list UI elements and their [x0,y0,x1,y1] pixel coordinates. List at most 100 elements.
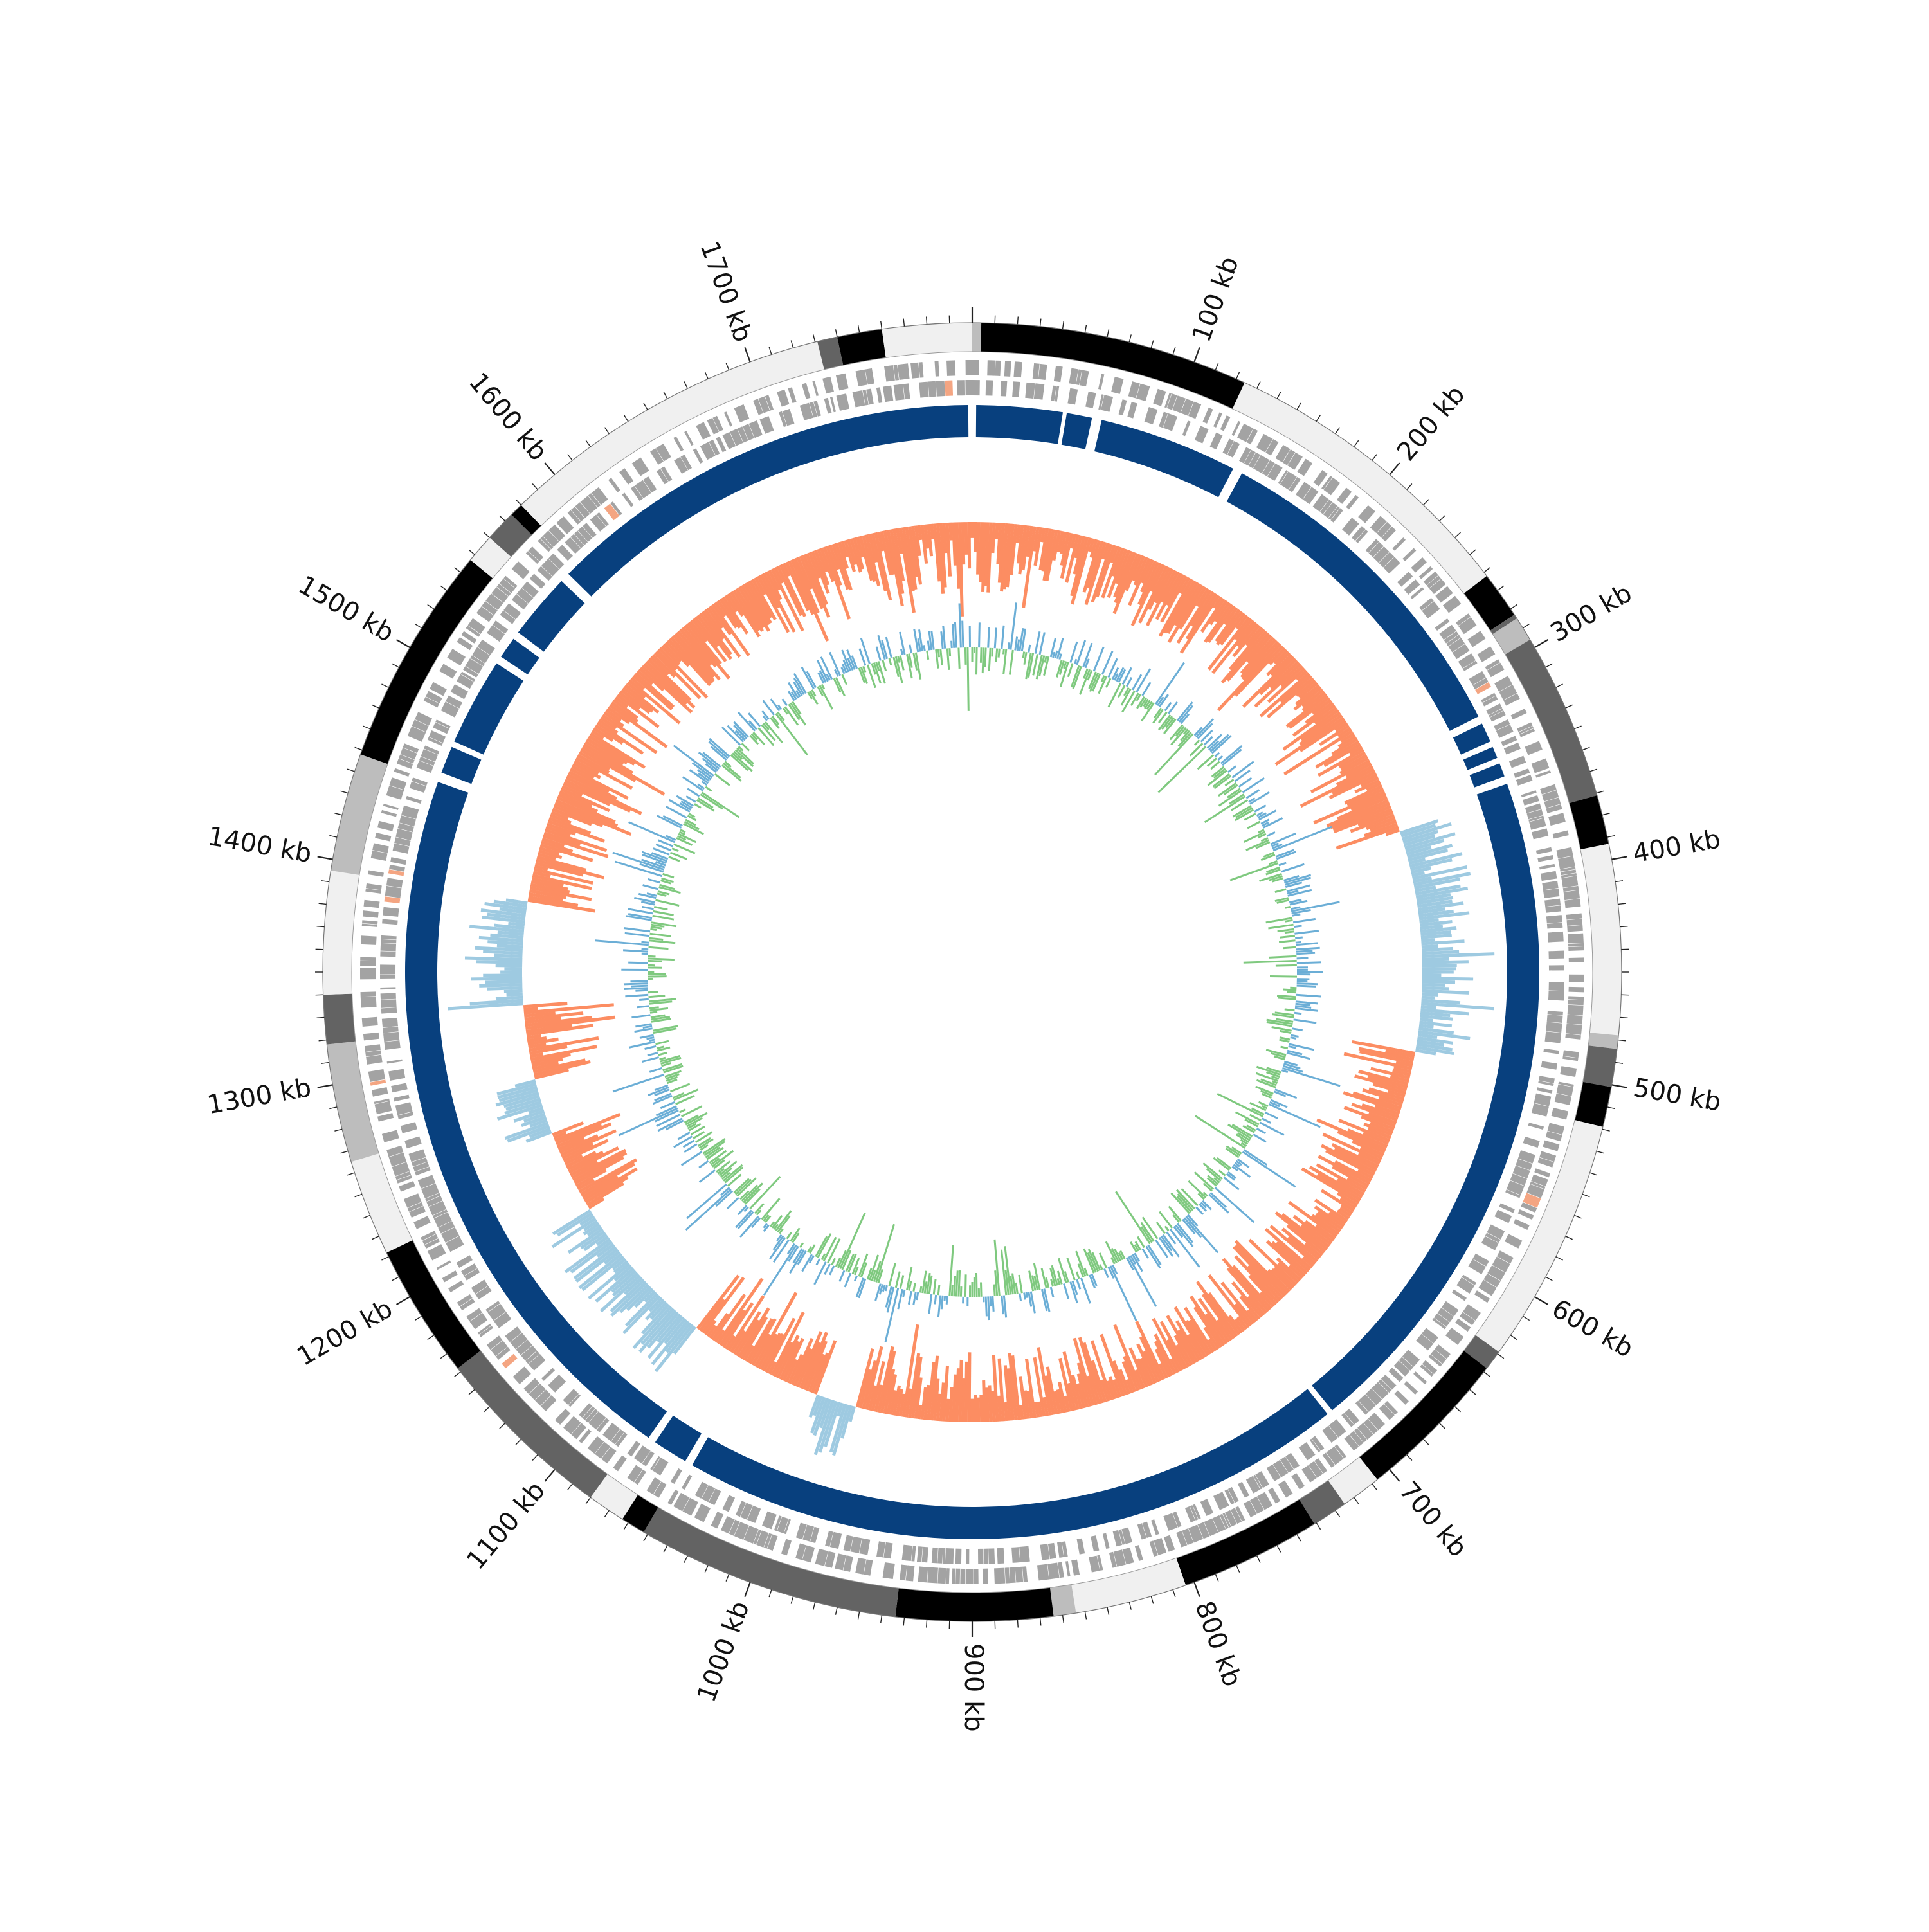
gc-skew-bar [649,1068,662,1072]
gene-feature [590,515,606,532]
gene-feature [936,381,945,397]
gene-feature [1033,363,1040,379]
minor-tick [381,684,388,687]
gene-feature [381,935,396,940]
gc-skew-bar [1221,746,1242,763]
gene-feature [974,1569,979,1584]
gc-skew-bar [1278,998,1296,999]
gc-content-bar [1422,991,1469,993]
gene-feature [363,910,379,917]
gene-feature [653,1458,669,1476]
minor-tick [1277,1546,1281,1553]
gc-skew-bar [653,911,674,915]
gene-feature [1568,1005,1584,1016]
gc-skew-bar [855,1276,856,1281]
gc-skew-bar [1276,965,1297,966]
gene-feature [837,393,849,411]
gene-feature [1539,864,1555,869]
minor-tick [500,516,505,521]
gene-feature [377,821,394,831]
gc-skew-bar [1235,810,1253,820]
gc-skew-bar [1159,1212,1172,1228]
gc-skew-bar [1281,864,1304,872]
minor-tick [644,403,648,410]
gc-skew-bar [929,1294,932,1314]
gene-feature [360,957,376,961]
gene-feature [1022,1566,1028,1582]
gc-skew-bar [1186,1216,1218,1252]
minor-tick [1354,440,1359,447]
scale-label: 1500 kb [293,570,399,648]
gc-skew-bar [965,647,966,665]
gc-content-bar [507,994,523,995]
gc-skew-bar [889,1263,895,1286]
gc-content-bar [944,523,946,553]
minor-tick [858,325,860,333]
minor-tick [355,1194,362,1196]
gc-skew-bar [832,1258,835,1265]
minor-tick [1040,319,1041,327]
region-block [1453,723,1490,754]
gene-feature [1111,377,1123,394]
gc-content-bar [981,1395,982,1422]
gc-content-bar [487,942,523,944]
minor-tick [1407,484,1412,490]
gc-skew-bar [1265,1112,1278,1119]
gene-feature [381,1007,397,1014]
minor-tick [1372,455,1377,460]
gc-content-bar [1422,997,1435,998]
gc-skew-bar [1015,637,1017,651]
minor-tick [440,586,447,590]
minor-tick [1470,550,1476,555]
minor-tick [1590,1173,1597,1175]
gc-skew-bar [682,1152,702,1166]
minor-tick [1017,1620,1018,1628]
gc-skew-bar [1246,790,1259,799]
gc-skew-bar [685,1113,707,1124]
minor-tick [532,1455,538,1461]
gene-feature [1569,957,1584,962]
gc-skew-bar [1257,1128,1266,1133]
gc-skew-bar [1243,1152,1296,1187]
gene-feature [1568,996,1584,1000]
major-tick [1612,1085,1627,1087]
gene-feature [711,1512,723,1528]
gc-skew-bar [1291,1038,1296,1039]
gc-skew-bar [1285,907,1291,908]
gene-feature [1568,934,1584,944]
gc-skew-bar [1213,1158,1229,1170]
gc-skew-bar [658,1052,667,1055]
contig-segment [1071,1558,1186,1613]
gc-skew-bar [674,1137,693,1148]
gene-feature [404,1137,422,1149]
gc-skew-bar [1289,1046,1296,1048]
gc-content-bar [1006,1402,1007,1421]
gene-feature [1567,925,1583,932]
minor-tick [415,624,421,627]
gc-skew-bar [1254,806,1266,812]
gc-skew-bar [1224,1177,1239,1189]
minor-tick [1407,1455,1412,1461]
gene-feature [1549,982,1564,991]
gc-skew-bar [1143,682,1151,696]
gene-feature [960,1569,965,1584]
gene-feature [380,964,395,974]
gc-skew-bar [625,995,648,997]
scale-label: 1600 kb [463,367,553,466]
gc-skew-bar [1296,948,1320,950]
region-block [441,747,481,784]
major-tick [1194,347,1199,362]
contig-segment [323,994,356,1045]
gc-skew-bar [1004,1296,1006,1318]
gc-content-bar [1420,926,1443,928]
gc-skew-bar [631,981,648,982]
region-block [655,1416,702,1461]
gene-feature [788,387,796,403]
gc-skew-bar [663,874,674,878]
minor-tick [791,341,793,348]
gc-content-bar [954,523,955,566]
gc-skew-bar [953,624,954,648]
gene-feature [391,1083,408,1093]
gene-feature [1541,1061,1557,1070]
